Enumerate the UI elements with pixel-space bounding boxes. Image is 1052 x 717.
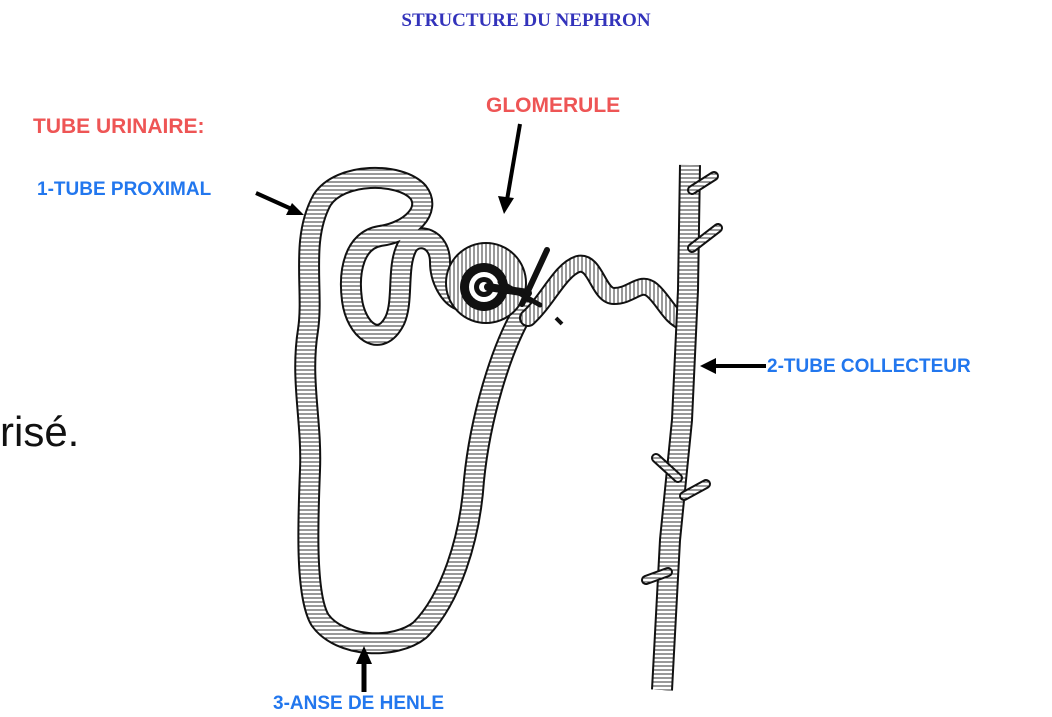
arrow-proximal	[256, 193, 304, 215]
label-tube-urinaire: TUBE URINAIRE:	[33, 115, 205, 139]
background-text: risé.	[0, 408, 79, 456]
label-tube-collecteur: 2-TUBE COLLECTEUR	[767, 356, 971, 378]
label-glomerule: GLOMERULE	[486, 94, 620, 118]
arrow-collecteur	[700, 358, 766, 374]
diagram-title: STRUCTURE DU NEPHRON	[0, 10, 1052, 32]
distal-tubule	[528, 264, 684, 322]
collecting-duct	[646, 165, 718, 690]
label-anse-de-henle: 3-ANSE DE HENLE	[273, 693, 444, 715]
label-tube-proximal: 1-TUBE PROXIMAL	[37, 179, 211, 201]
arrow-glomerule	[498, 124, 520, 214]
